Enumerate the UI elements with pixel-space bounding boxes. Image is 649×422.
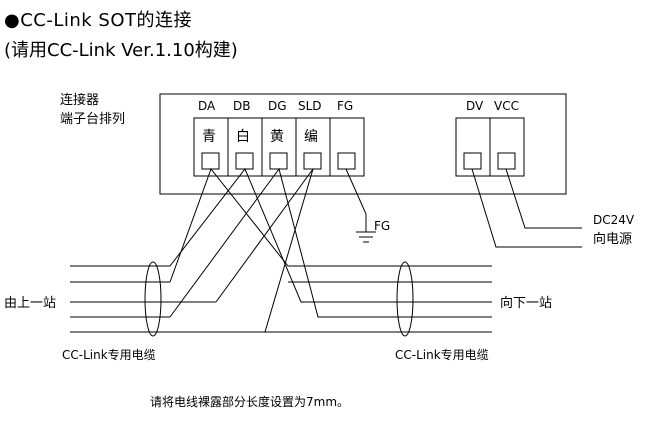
cable-right-label: CC-Link专用电缆: [395, 347, 489, 362]
connector-label-line2: 端子台排列: [60, 112, 125, 127]
wire-color-da: 青: [202, 129, 216, 145]
cable-right-direction: 向下一站: [500, 295, 552, 311]
ground-symbol: [345, 168, 376, 243]
signal-wires: [169, 167, 400, 333]
terminal-name-sld: SLD: [298, 99, 322, 113]
terminal-name-da: DA: [198, 99, 216, 113]
terminal-name-vcc: VCC: [494, 99, 519, 113]
cable-left-direction: 由上一站: [4, 296, 56, 311]
terminal-name-db: DB: [233, 99, 250, 113]
note-text: 请将电线裸露部分长度设置为7mm。: [150, 394, 349, 409]
connector-housing: [159, 93, 567, 195]
connector-label-line1: 连接器: [60, 92, 99, 108]
power-supply-label: 向电源: [593, 231, 632, 247]
wire-color-sld: 编: [304, 129, 318, 145]
ground-label: FG: [374, 219, 390, 233]
cable-left: [70, 261, 216, 337]
terminal-name-fg: FG: [337, 99, 353, 113]
terminal-name-dv: DV: [466, 99, 484, 113]
wire-color-db: 白: [236, 129, 250, 145]
power-supply-voltage: DC24V: [593, 213, 635, 227]
terminal-block-main: [193, 117, 365, 177]
power-wires: [471, 168, 582, 248]
terminal-name-dg: DG: [268, 99, 287, 113]
wire-color-dg: 黄: [270, 128, 284, 145]
cable-right: [330, 261, 492, 337]
page-subtitle: (请用CC-Link Ver.1.10构建): [4, 40, 238, 61]
cable-left-label: CC-Link专用电缆: [62, 347, 156, 362]
terminal-block-power: [455, 117, 525, 177]
page-title: ●CC-Link SOT的连接: [4, 10, 193, 31]
